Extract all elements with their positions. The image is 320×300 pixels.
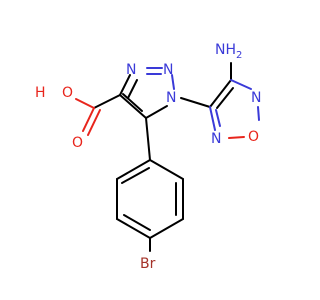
- bond-carboxyl-o: [82, 107, 95, 132]
- bond-nbottom-c3-inner: [215, 109, 221, 127]
- bond-ph1-ph2: [116, 159, 151, 180]
- bond-carboxyl-oh: [75, 98, 95, 109]
- atom-label-triazole-n1: N: [166, 90, 176, 106]
- bond-ox-c3-c4-inner: [216, 87, 234, 109]
- atom-label-triazole-n2: N: [163, 62, 173, 78]
- atom-label-triazole-n3: N: [126, 62, 136, 78]
- atom-label-hydroxyl-o: O: [62, 85, 73, 101]
- bond-c5-c4-inner: [122, 93, 143, 112]
- atom-label-oxadiazole-n-top: N: [251, 90, 261, 106]
- bond-ph6-ph1: [149, 159, 184, 180]
- bond-n1-oxadiazole: [180, 97, 211, 108]
- bond-layer: [75, 62, 260, 252]
- chemical-structure: NH2 N N N N O N H O O Br: [35, 42, 261, 272]
- bond-c5-phenyl: [145, 117, 151, 161]
- bond-ph3-ph4-inner: [123, 214, 151, 231]
- bond-ph4-ph5: [149, 218, 184, 239]
- bond-carboxyl-o-inner: [87, 109, 101, 136]
- bond-c4-carboxyl: [93, 94, 121, 109]
- atom-label-oxadiazole-o: O: [248, 129, 259, 145]
- atom-label-bromine: Br: [140, 256, 156, 272]
- bond-n2-n1: [171, 74, 175, 90]
- bond-c4-n3-inner: [127, 79, 138, 99]
- atom-label-oxadiazole-n-bottom: N: [211, 131, 221, 147]
- bond-ph3-ph4: [116, 218, 151, 239]
- bond-c4-n3: [119, 74, 131, 96]
- bond-c4-ntop: [230, 79, 252, 90]
- bond-nbottom-c3: [209, 106, 216, 131]
- bond-c5-c4: [119, 94, 147, 119]
- atom-label-layer: NH2 N N N N O N H O O Br: [35, 42, 261, 272]
- bond-o-nbottom: [228, 136, 245, 139]
- bond-n1-c5: [145, 105, 168, 119]
- bond-ph1-ph2-inner: [121, 167, 150, 184]
- bond-ox-c3-c4: [209, 79, 232, 108]
- bond-ntop-o: [257, 106, 260, 121]
- atom-label-nh2: NH2: [215, 42, 242, 61]
- atom-label-carbonyl-o: O: [72, 135, 83, 151]
- atom-label-hydroxyl-h: H: [35, 85, 46, 101]
